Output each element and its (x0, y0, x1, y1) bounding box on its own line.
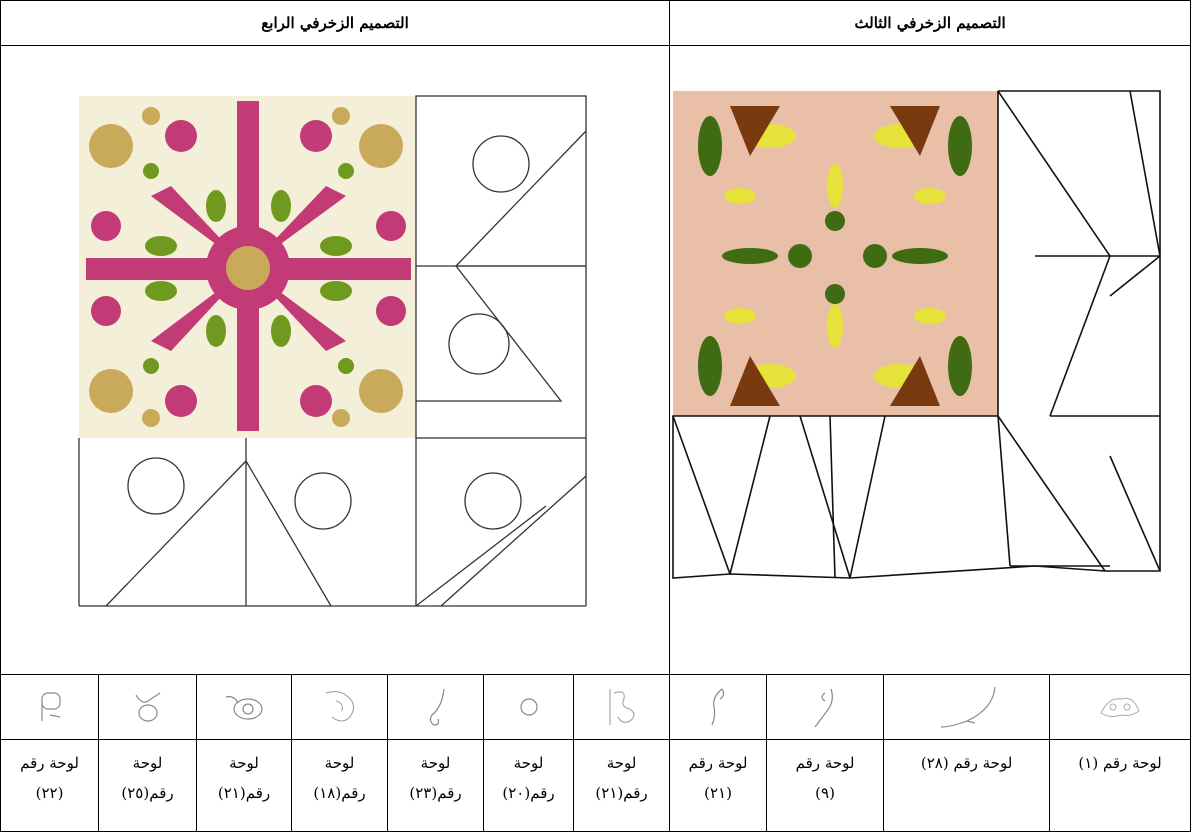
label-plate-1: لوحة رقم (١) (1050, 739, 1191, 831)
motif-unit-22 (1, 675, 99, 739)
motif-unit-1 (1050, 675, 1191, 739)
motif-unit-9 (767, 675, 884, 739)
motif-unit-21b (574, 675, 670, 739)
third-design-figure (670, 46, 1191, 652)
third-design-cell (670, 45, 1191, 675)
label-plate-9: لوحة رقم(٩) (767, 739, 884, 831)
header-third-design: التصميم الزخرفي الثالث (670, 1, 1191, 46)
label-plate-22: لوحة رقم(٢٢) (1, 739, 99, 831)
motif-unit-21c (670, 675, 767, 739)
motif-unit-18 (292, 675, 388, 739)
motif-unit-23 (388, 675, 484, 739)
motif-unit-25 (99, 675, 197, 739)
motif-unit-20 (484, 675, 574, 739)
header-fourth-design: التصميم الزخرفي الرابع (1, 1, 670, 46)
fourth-design-figure (1, 46, 670, 652)
fourth-design-cell (1, 45, 670, 675)
label-plate-21c: لوحة رقم(٢١) (670, 739, 767, 831)
motif-unit-21a (197, 675, 292, 739)
label-plate-28: لوحة رقم (٢٨) (884, 739, 1050, 831)
motif-unit-28 (884, 675, 1050, 739)
